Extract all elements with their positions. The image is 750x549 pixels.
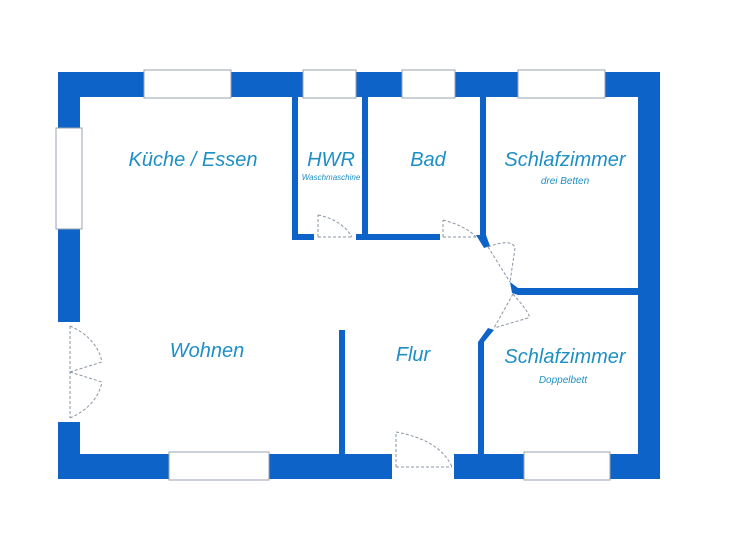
room-label-schlaf2: Schlafzimmer bbox=[504, 346, 626, 368]
window-wohnen-bottom bbox=[168, 451, 270, 481]
room-label-flur: Flur bbox=[395, 344, 431, 366]
room-label-schlaf1: Schlafzimmer bbox=[504, 149, 626, 171]
doors bbox=[69, 214, 530, 468]
wall-schlaf2-left bbox=[478, 342, 484, 457]
wall-divider-corner bbox=[510, 282, 518, 295]
window-bad-top bbox=[401, 69, 456, 99]
wall-schlaf1-door-jamb bbox=[476, 235, 490, 248]
wall-hwr-left bbox=[292, 97, 298, 240]
wall-schlaf2-jamb bbox=[478, 328, 494, 342]
walls bbox=[58, 72, 660, 479]
room-label-wohnen: Wohnen bbox=[169, 340, 245, 362]
room-note-schlaf1: drei Betten bbox=[540, 176, 590, 187]
terrace-door-gap bbox=[56, 322, 82, 422]
room-label-bad: Bad bbox=[410, 149, 446, 171]
room-label-hwr: HWR bbox=[307, 149, 355, 171]
wall-wohnen-flur bbox=[339, 330, 345, 457]
schlaf1-door bbox=[487, 242, 516, 283]
wall-bad-schlaf bbox=[480, 97, 486, 240]
outer-wall-right bbox=[638, 72, 660, 479]
wall-hwr-bottom bbox=[292, 234, 314, 240]
window-kueche-left bbox=[55, 127, 83, 230]
schlaf2-door bbox=[493, 293, 530, 329]
hwr-door bbox=[317, 214, 353, 238]
windows bbox=[55, 69, 611, 481]
wall-bad-bottom bbox=[356, 234, 440, 240]
wall-hwr-bad bbox=[362, 97, 368, 240]
entrance-door bbox=[395, 431, 453, 468]
bad-door bbox=[442, 219, 477, 238]
window-hwr-top bbox=[302, 69, 357, 99]
room-note-hwr: Waschmaschine bbox=[301, 173, 361, 182]
window-kueche-top bbox=[143, 69, 232, 99]
room-note-schlaf2: Doppelbett bbox=[538, 375, 588, 386]
window-schlaf1-top bbox=[517, 69, 606, 99]
room-label-kueche: Küche / Essen bbox=[128, 149, 258, 171]
entrance-door-gap bbox=[392, 452, 454, 480]
window-schlaf2-bottom bbox=[523, 451, 611, 481]
terrace-door bbox=[69, 325, 103, 419]
wall-schlaf-divider bbox=[518, 288, 640, 295]
